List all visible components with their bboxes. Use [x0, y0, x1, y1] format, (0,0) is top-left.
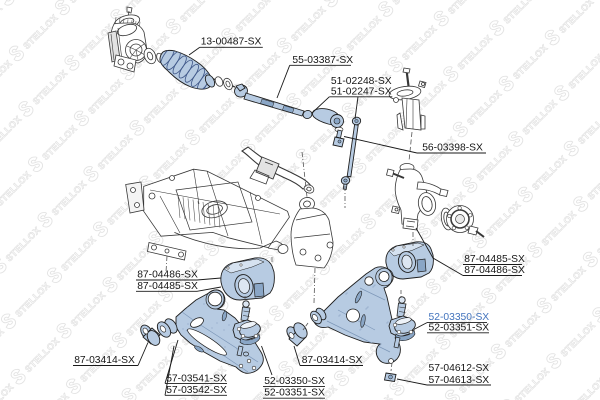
- svg-text:56-03398-SX: 56-03398-SX: [422, 143, 483, 154]
- svg-text:52-03351-SX: 52-03351-SX: [264, 388, 325, 399]
- svg-text:87-04486-SX: 87-04486-SX: [137, 270, 198, 281]
- svg-text:13-00487-SX: 13-00487-SX: [201, 37, 262, 48]
- svg-text:57-03542-SX: 57-03542-SX: [166, 385, 227, 396]
- svg-text:57-04612-SX: 57-04612-SX: [429, 363, 490, 374]
- svg-text:55-03387-SX: 55-03387-SX: [292, 55, 353, 66]
- svg-text:87-04485-SX: 87-04485-SX: [137, 281, 198, 292]
- svg-text:87-03414-SX: 87-03414-SX: [74, 355, 135, 366]
- svg-text:87-03414-SX: 87-03414-SX: [302, 355, 363, 366]
- svg-text:52-03350-SX: 52-03350-SX: [429, 312, 490, 323]
- svg-text:57-03541-SX: 57-03541-SX: [166, 374, 227, 385]
- svg-text:57-04613-SX: 57-04613-SX: [429, 375, 490, 386]
- svg-text:87-04485-SX: 87-04485-SX: [464, 254, 525, 265]
- svg-text:52-03350-SX: 52-03350-SX: [264, 376, 325, 387]
- svg-text:51-02247-SX: 51-02247-SX: [331, 87, 392, 98]
- svg-text:87-04486-SX: 87-04486-SX: [464, 265, 525, 276]
- svg-text:52-03351-SX: 52-03351-SX: [429, 322, 490, 333]
- svg-text:51-02248-SX: 51-02248-SX: [331, 76, 392, 87]
